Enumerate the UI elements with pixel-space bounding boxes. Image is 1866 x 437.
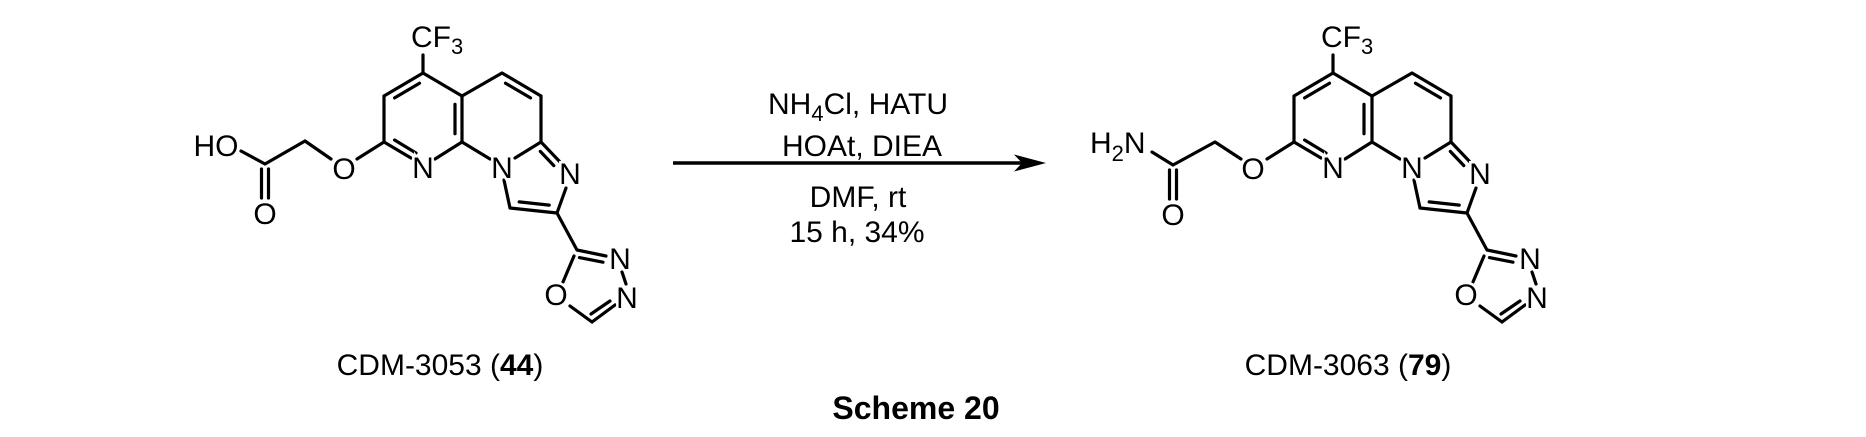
reagents-line-2: HOAt, DIEA [782, 130, 942, 163]
atom-label-oxadiazole-n2: N [1526, 282, 1548, 315]
atom-label-amine: H2N [1090, 127, 1146, 166]
atom-label-oxadiazole-n1: N [609, 243, 631, 276]
atom-label-ether-o: O [332, 153, 355, 186]
reactant-skeleton-bonds [239, 53, 628, 324]
solvent-temp-line: DMF, rt [810, 181, 907, 214]
cf3-main: CF [411, 21, 451, 54]
atom-label-oxadiazole-o: O [544, 279, 567, 312]
atom-label-bridgehead-n: N [1401, 152, 1423, 185]
atom-label-carbonyl-o: O [1161, 199, 1184, 232]
amine-n: N [1124, 127, 1146, 160]
atom-label-bridgehead-n: N [491, 152, 513, 185]
product-label-close: ) [1441, 349, 1451, 382]
reactant-number: 44 [500, 349, 534, 382]
reagent-nh: NH [768, 88, 811, 121]
atom-label-imidazole-n: N [559, 158, 581, 191]
reagents-line-1: NH4Cl, HATU [768, 88, 948, 126]
reagent-cl-hatu: Cl, HATU [824, 88, 948, 121]
product-skeleton-bonds [1150, 53, 1538, 324]
product-number: 79 [1408, 349, 1441, 382]
atom-label-oxadiazole-o: O [1454, 279, 1477, 312]
reactant-compound-label: CDM-3053 (44) [337, 349, 544, 382]
cf3-main: CF [1321, 21, 1361, 54]
atom-label-carbonyl-o: O [253, 198, 276, 231]
reactant-label-close: ) [533, 349, 543, 382]
amine-subscript: 2 [1112, 141, 1124, 166]
product-name: CDM-3063 ( [1245, 349, 1408, 382]
atom-label-hydroxyl: HO [194, 130, 239, 163]
reaction-arrow-head [1014, 154, 1046, 172]
atom-label-cf3: CF3 [411, 21, 463, 59]
amine-h: H [1090, 127, 1112, 160]
atom-label-ether-o: O [1241, 153, 1264, 186]
product-structure: H2N O O N N N N N O CF3 CDM-3063 (79) [1088, 19, 1551, 383]
atom-label-cf3: CF3 [1321, 21, 1373, 59]
reactant-name: CDM-3053 ( [337, 349, 500, 382]
cf3-subscript: 3 [451, 34, 463, 59]
atom-label-pyridine-n: N [1322, 152, 1344, 185]
atom-label-pyridine-n: N [412, 152, 434, 185]
atom-label-imidazole-n: N [1469, 158, 1491, 191]
reaction-conditions-group: NH4Cl, HATU HOAt, DIEA DMF, rt 15 h, 34% [673, 88, 1046, 249]
reagent-sub4: 4 [811, 101, 823, 126]
cf3-subscript: 3 [1361, 34, 1373, 59]
time-yield-line: 15 h, 34% [789, 216, 924, 249]
product-compound-label: CDM-3063 (79) [1245, 349, 1452, 382]
atom-label-oxadiazole-n2: N [616, 282, 638, 315]
reactant-structure: HO O O N N N N N O CF3 CDM-3053 (44) [191, 19, 640, 383]
atom-label-oxadiazole-n1: N [1519, 243, 1541, 276]
scheme-title: Scheme 20 [832, 390, 999, 426]
